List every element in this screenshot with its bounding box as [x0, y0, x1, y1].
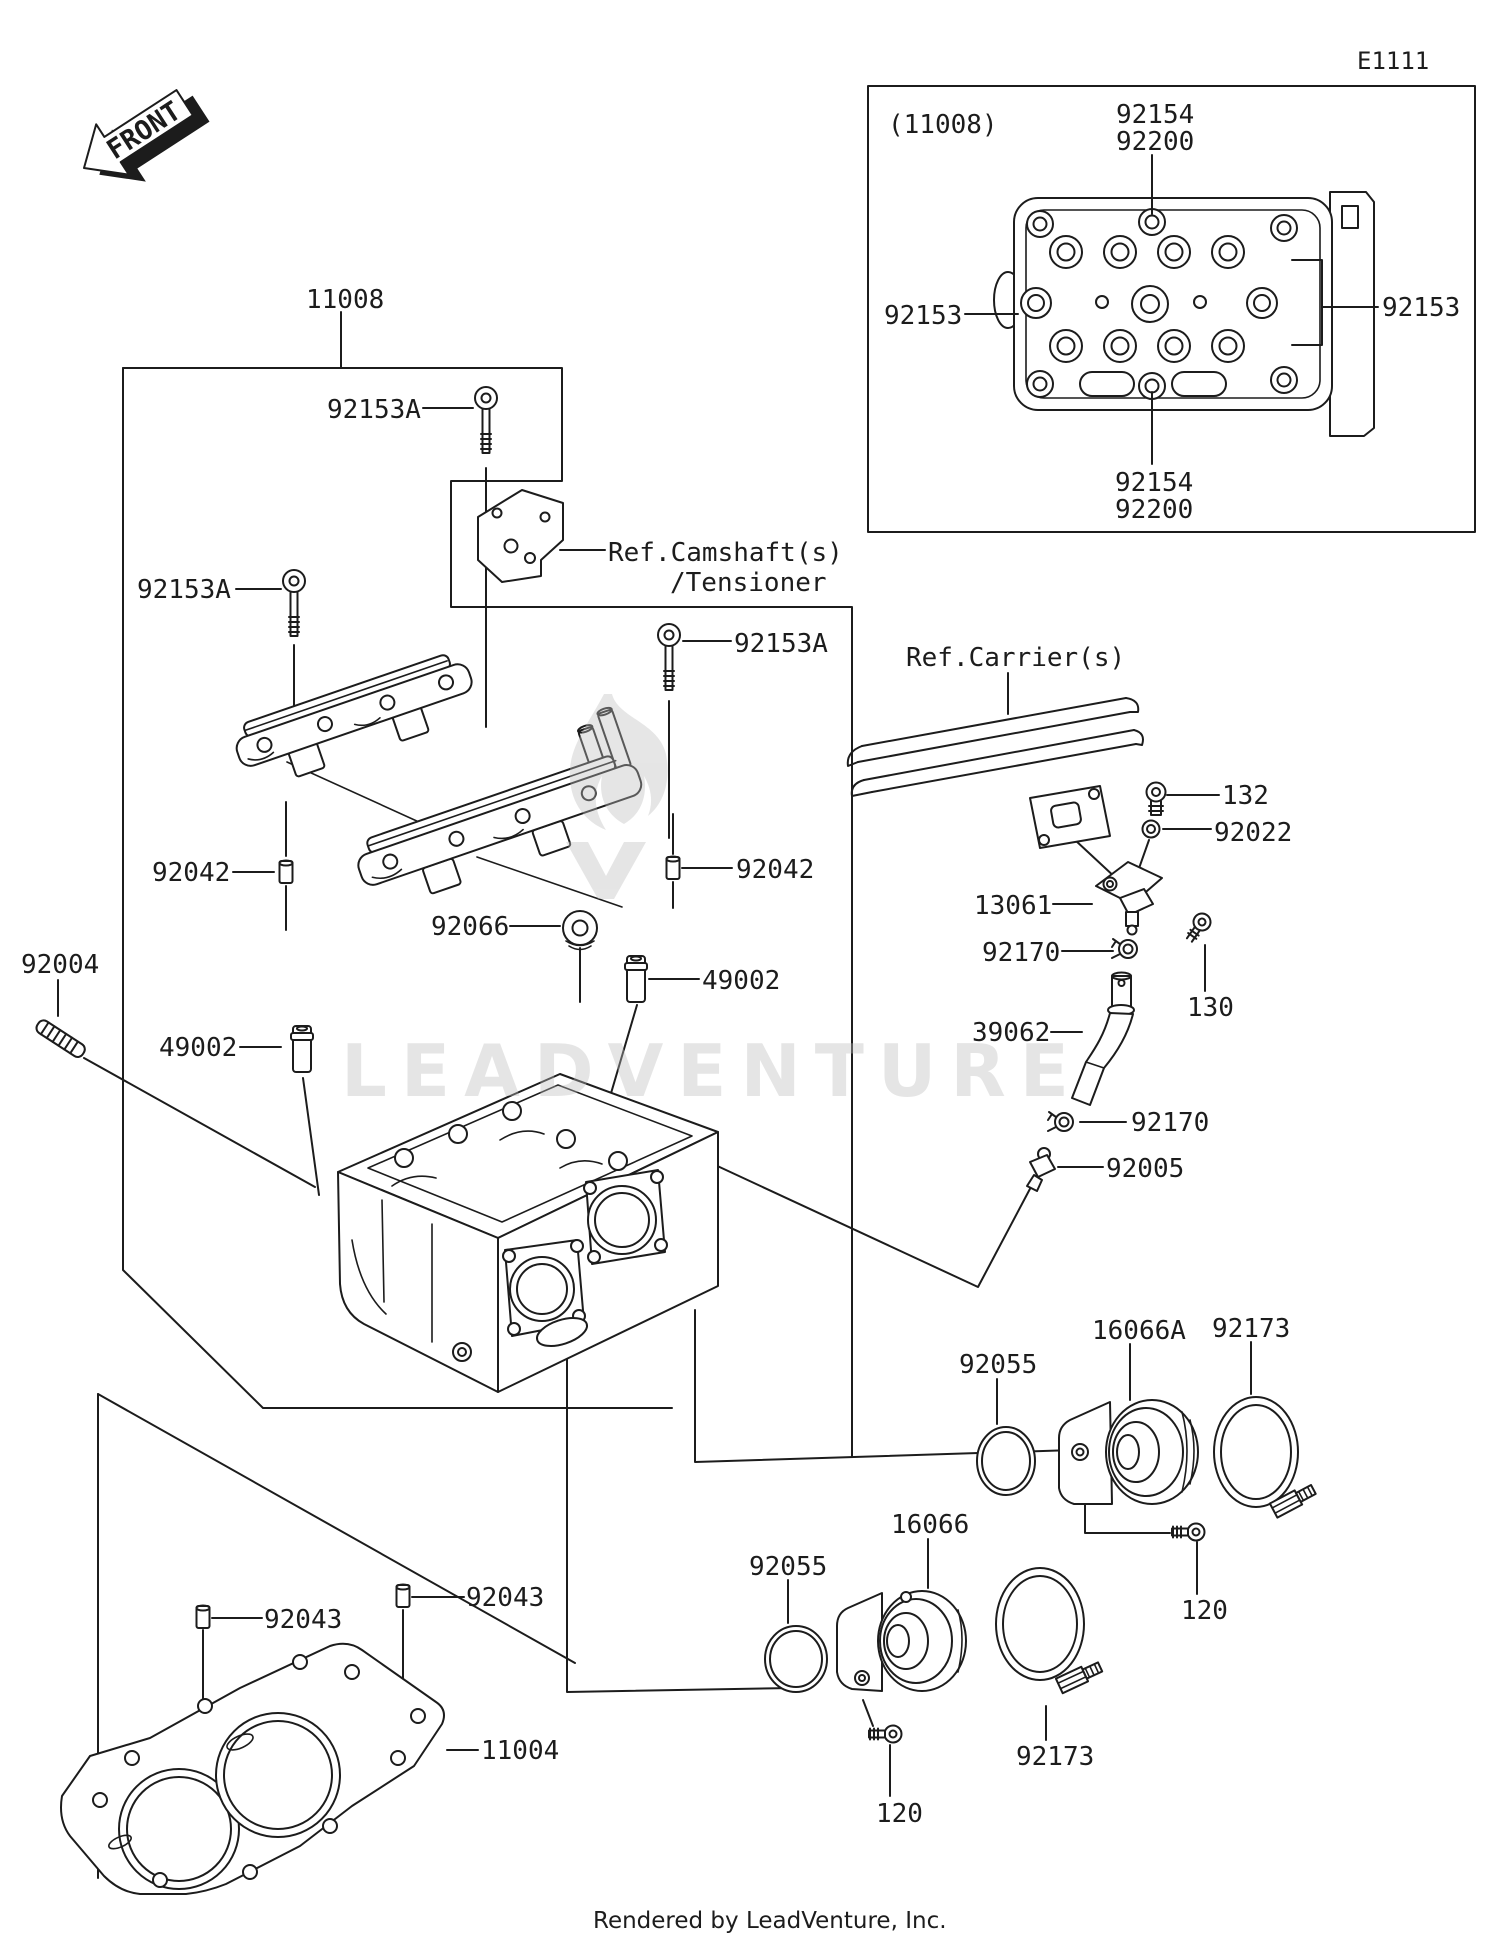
callout-labels: 11008 92153A 92153A 92153A Ref.Camshaft(…: [21, 285, 1292, 1829]
callout-92042-left: 92042: [152, 858, 230, 888]
inset-callout-92153-right: 92153: [1382, 293, 1460, 323]
stud-92004: [35, 1019, 86, 1058]
camshaft-holder-front: [235, 654, 473, 778]
callout-92173-upper: 92173: [1212, 1314, 1290, 1344]
dowel-pin-92042-right: [665, 855, 681, 880]
head-gasket-11004: [60, 1642, 445, 1895]
cylinder-head-top-view: [993, 191, 1375, 437]
inset-callout-92154-bottom: 92154: [1115, 468, 1193, 498]
breather-fitting-13061: [1095, 861, 1163, 936]
clamp-92173-upper: [1213, 1396, 1317, 1519]
ref-carrier: Ref.Carrier(s): [906, 643, 1125, 673]
callout-39062: 39062: [972, 1018, 1050, 1048]
callout-92153a-right: 92153A: [734, 629, 828, 659]
callout-49002-right: 49002: [702, 966, 780, 996]
washer-92022: [1141, 819, 1161, 839]
bolt-92153a-left: [282, 569, 306, 637]
callout-11008: 11008: [306, 285, 384, 315]
callout-92170-lower: 92170: [1131, 1108, 1209, 1138]
callout-92043-right: 92043: [466, 1583, 544, 1613]
breather-hose-39062: [1071, 971, 1135, 1106]
pin-92043-right: [395, 1583, 411, 1608]
watermark-v-icon: [566, 842, 646, 899]
oring-92055-upper: [976, 1426, 1036, 1496]
cylinder-head-drawing: [337, 1073, 719, 1393]
clamp-92173-lower: [995, 1567, 1104, 1695]
callout-16066a: 16066A: [1092, 1316, 1186, 1346]
carrier-reference-drawing: [846, 697, 1144, 849]
callout-92066: 92066: [431, 912, 509, 942]
camshaft-tensioner-bracket: [477, 489, 564, 583]
oring-92055-lower: [764, 1625, 828, 1693]
watermark-text: LEADVENTURE: [341, 1029, 1083, 1113]
bolt-92153a-right: [657, 623, 681, 691]
throttle-holder-16066a: [1058, 1399, 1199, 1505]
callout-120-lower: 120: [876, 1799, 923, 1829]
callout-92173-lower: 92173: [1016, 1742, 1094, 1772]
callout-132: 132: [1222, 781, 1269, 811]
bolt-92153a-top: [474, 386, 498, 454]
callout-92055-lower: 92055: [749, 1552, 827, 1582]
page-code: E1111: [1357, 47, 1429, 75]
callout-92022: 92022: [1214, 818, 1292, 848]
callout-92170-upper: 92170: [982, 938, 1060, 968]
watermark-flame-icon: [569, 694, 668, 830]
valve-guide-49002-right: [624, 955, 648, 1003]
callout-92004: 92004: [21, 950, 99, 980]
bolt-130: [1185, 912, 1212, 943]
callout-13061: 13061: [974, 891, 1052, 921]
dowel-pin-92042-left: [278, 859, 294, 884]
callout-92005: 92005: [1106, 1154, 1184, 1184]
inset-caption: (11008): [888, 110, 998, 140]
nipple-92005: [1026, 1147, 1056, 1192]
front-direction-arrow: FRONT: [83, 89, 210, 182]
callout-92153a-top: 92153A: [327, 395, 421, 425]
bolt-120-upper: [1171, 1522, 1206, 1542]
inset-callout-92200-top: 92200: [1116, 127, 1194, 157]
ref-camshaft-line2: /Tensioner: [670, 568, 827, 598]
footer-credit: Rendered by LeadVenture, Inc.: [593, 1908, 947, 1934]
plug-92066: [562, 910, 598, 951]
bolt-132: [1145, 781, 1167, 816]
callout-92042-right: 92042: [736, 855, 814, 885]
callout-120-upper: 120: [1181, 1596, 1228, 1626]
inset-callout-92154-top: 92154: [1116, 100, 1194, 130]
callout-11004: 11004: [481, 1736, 559, 1766]
inset-callout-92200-bottom: 92200: [1115, 495, 1193, 525]
leadventure-watermark: LEADVENTURE: [341, 694, 1083, 1113]
clamp-92170-lower: [1047, 1111, 1074, 1132]
callout-16066: 16066: [891, 1510, 969, 1540]
inset-callout-92153-left: 92153: [884, 301, 962, 331]
camshaft-holder-rear: [357, 706, 643, 895]
inset-leader-lines: [964, 154, 1379, 465]
callout-130: 130: [1187, 993, 1234, 1023]
callout-92043-left: 92043: [264, 1605, 342, 1635]
callout-92055-upper: 92055: [959, 1350, 1037, 1380]
throttle-holder-16066: [836, 1590, 967, 1692]
bolt-120-lower: [868, 1724, 903, 1744]
inset-box: (11008) 92154 92200 92153 92153 9: [867, 85, 1476, 533]
group-bracket-lines: [97, 311, 1094, 1879]
valve-guide-49002-left: [290, 1025, 314, 1073]
pin-92043-left: [195, 1604, 211, 1629]
callout-92153a-left: 92153A: [137, 575, 231, 605]
clamp-92170-upper: [1111, 938, 1138, 959]
ref-camshaft-line1: Ref.Camshaft(s): [608, 538, 843, 568]
callout-49002-left: 49002: [159, 1033, 237, 1063]
